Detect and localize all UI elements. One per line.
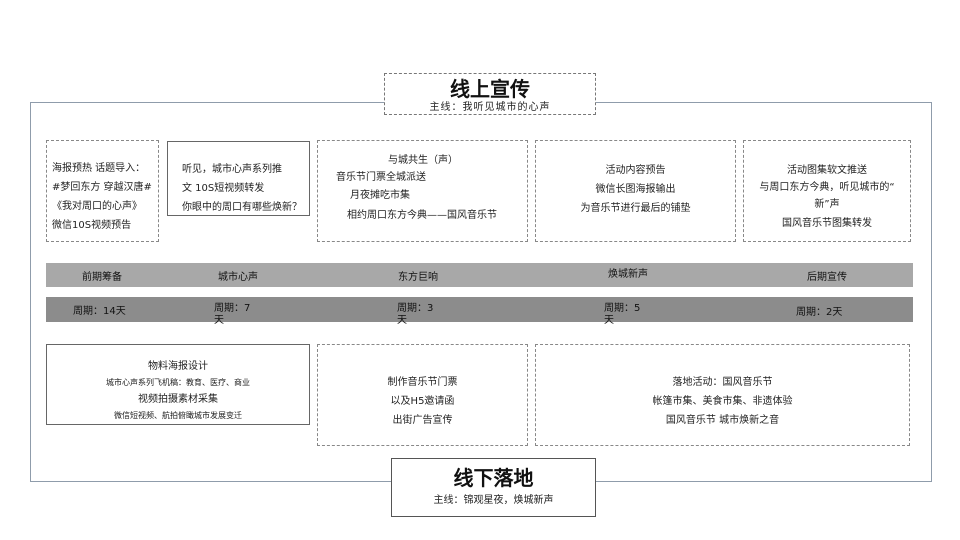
box-line: 活动图集软文推送 [787, 165, 867, 176]
box-line: 新”声 [814, 199, 840, 210]
box-line: 帐篷市集、美食市集、非遗体验 [652, 396, 793, 407]
period-label: 周期：5天 [604, 303, 641, 326]
offline-box-materials: 物料海报设计 城市心声系列飞机稿：教育、医疗、商业 视频拍摄素材采集 微信短视频… [46, 344, 310, 425]
stage-label: 城市心声 [218, 272, 258, 283]
stage-label: 焕城新声 [608, 269, 648, 280]
box-line: 听见，城市心声系列推 [182, 164, 282, 175]
online-title: 线上宣传 [450, 77, 530, 101]
box-line: #梦回东方 穿越汉唐# [52, 182, 152, 193]
online-box-renewal: 活动内容预告 微信长图海报输出 为音乐节进行最后的铺垫 [535, 140, 736, 242]
box-line: 你眼中的周口有哪些焕新？ [182, 202, 302, 213]
box-line: 微信长图海报输出 [595, 184, 676, 195]
box-line: 国风音乐节图集转发 [782, 218, 872, 229]
box-line: 视频拍摄素材采集 [138, 394, 218, 405]
box-line: 与周口东方今典，听见城市的“ [759, 182, 895, 193]
box-line: 国风音乐节 城市焕新之音 [665, 415, 780, 426]
online-box-east-boom: 与城共生（声） 音乐节门票全城派送 月夜摊吃市集 相约周口东方今典——国风音乐节 [317, 140, 528, 242]
box-line: 《我对周口的心声》 [52, 201, 142, 212]
offline-box-tickets: 制作音乐节门票 以及H5邀请函 出街广告宣传 [317, 344, 528, 446]
box-line: 微信10S视频预告 [52, 220, 132, 231]
box-line: 制作音乐节门票 [387, 377, 458, 388]
stage-label: 东方巨响 [398, 272, 438, 283]
online-box-city-voice: 听见，城市心声系列推 文 10S短视频转发 你眼中的周口有哪些焕新？ [167, 141, 310, 216]
online-box-post: 活动图集软文推送 与周口东方今典，听见城市的“ 新”声 国风音乐节图集转发 [743, 140, 911, 242]
online-title-box: 线上宣传 主线：我听见城市的心声 [384, 73, 596, 115]
box-line: 落地活动：国风音乐节 [672, 377, 773, 388]
online-box-prep: 海报预热 话题导入： #梦回东方 穿越汉唐# 《我对周口的心声》 微信10S视频… [46, 140, 159, 242]
box-line: 活动内容预告 [605, 165, 666, 176]
offline-box-festival: 落地活动：国风音乐节 帐篷市集、美食市集、非遗体验 国风音乐节 城市焕新之音 [535, 344, 910, 446]
online-subtitle: 主线：我听见城市的心声 [429, 102, 551, 113]
stage-label: 后期宣传 [807, 272, 847, 283]
period-label: 周期：3天 [397, 303, 434, 326]
period-label: 周期：2天 [796, 307, 843, 318]
offline-title: 线下落地 [453, 466, 534, 490]
box-line: 月夜摊吃市集 [350, 190, 410, 201]
box-line: 物料海报设计 [148, 361, 208, 372]
box-line: 为音乐节进行最后的铺垫 [580, 203, 691, 214]
box-line: 以及H5邀请函 [390, 396, 455, 407]
box-line: 文 10S短视频转发 [182, 183, 265, 194]
box-line: 音乐节门票全城派送 [336, 172, 426, 183]
offline-title-box: 线下落地 主线：锦观星夜，焕城新声 [391, 458, 596, 517]
box-line: 相约周口东方今典——国风音乐节 [347, 210, 497, 221]
period-label: 周期：14天 [73, 306, 126, 317]
stage-label: 前期筹备 [82, 272, 122, 283]
box-line: 微信短视频、航拍俯瞰城市发展变迁 [114, 411, 242, 420]
period-label: 周期：7天 [214, 303, 251, 326]
offline-subtitle: 主线：锦观星夜，焕城新声 [433, 495, 554, 506]
box-line: 与城共生（声） [388, 155, 458, 166]
box-line: 海报预热 话题导入： [52, 163, 146, 174]
box-line: 城市心声系列飞机稿：教育、医疗、商业 [106, 378, 250, 387]
stage-band: 前期筹备 城市心声 东方巨响 焕城新声 后期宣传 [46, 263, 913, 287]
box-line: 出街广告宣传 [392, 415, 453, 426]
period-band: 周期：14天 周期：7天 周期：3天 周期：5天 周期：2天 [46, 297, 913, 326]
